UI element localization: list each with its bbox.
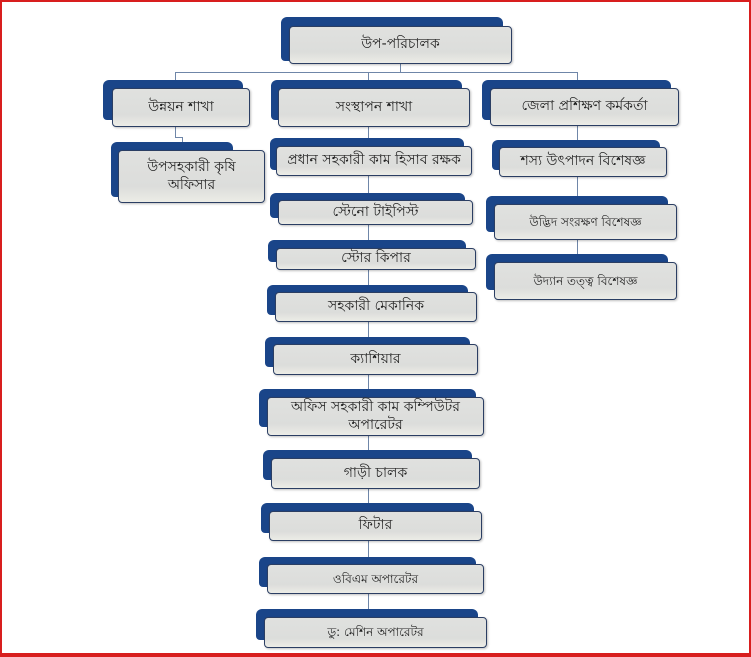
node-label: জেলা প্রশিক্ষণ কর্মকর্তা	[490, 88, 679, 126]
node-label: ক্যাশিয়ার	[273, 344, 478, 375]
node-label: উদ্যান তত্ত্ব বিশেষজ্ঞ	[494, 262, 677, 300]
node-label: স্টোর কিপার	[276, 248, 476, 270]
node-label: উপ-পরিচালক	[289, 26, 512, 64]
node-label: স্টেনো টাইপিস্ট	[278, 200, 473, 225]
node-label: ফিটার	[269, 511, 482, 541]
node-label: উপসহকারী কৃষি অফিসার	[118, 150, 265, 203]
node-label: ডু: মেশিন অপারেটর	[264, 617, 487, 648]
node-label: সহকারী মেকানিক	[275, 292, 477, 322]
node-label: সংস্থাপন শাখা	[278, 88, 470, 127]
node-label: প্রধান সহকারী কাম হিসাব রক্ষক	[276, 146, 472, 176]
node-label: উদ্ভিদ সংরক্ষণ বিশেষজ্ঞ	[494, 204, 677, 240]
node-label: উন্নয়ন শাখা	[112, 88, 250, 127]
node-label: ওবিএম অপারেটর	[267, 564, 484, 594]
node-label: অফিস সহকারী কাম কম্পিউটর অপারেটর	[267, 397, 484, 436]
node-label: গাড়ী চালক	[271, 458, 480, 489]
node-label: শস্য উৎপাদন বিশেষজ্ঞ	[499, 147, 667, 177]
